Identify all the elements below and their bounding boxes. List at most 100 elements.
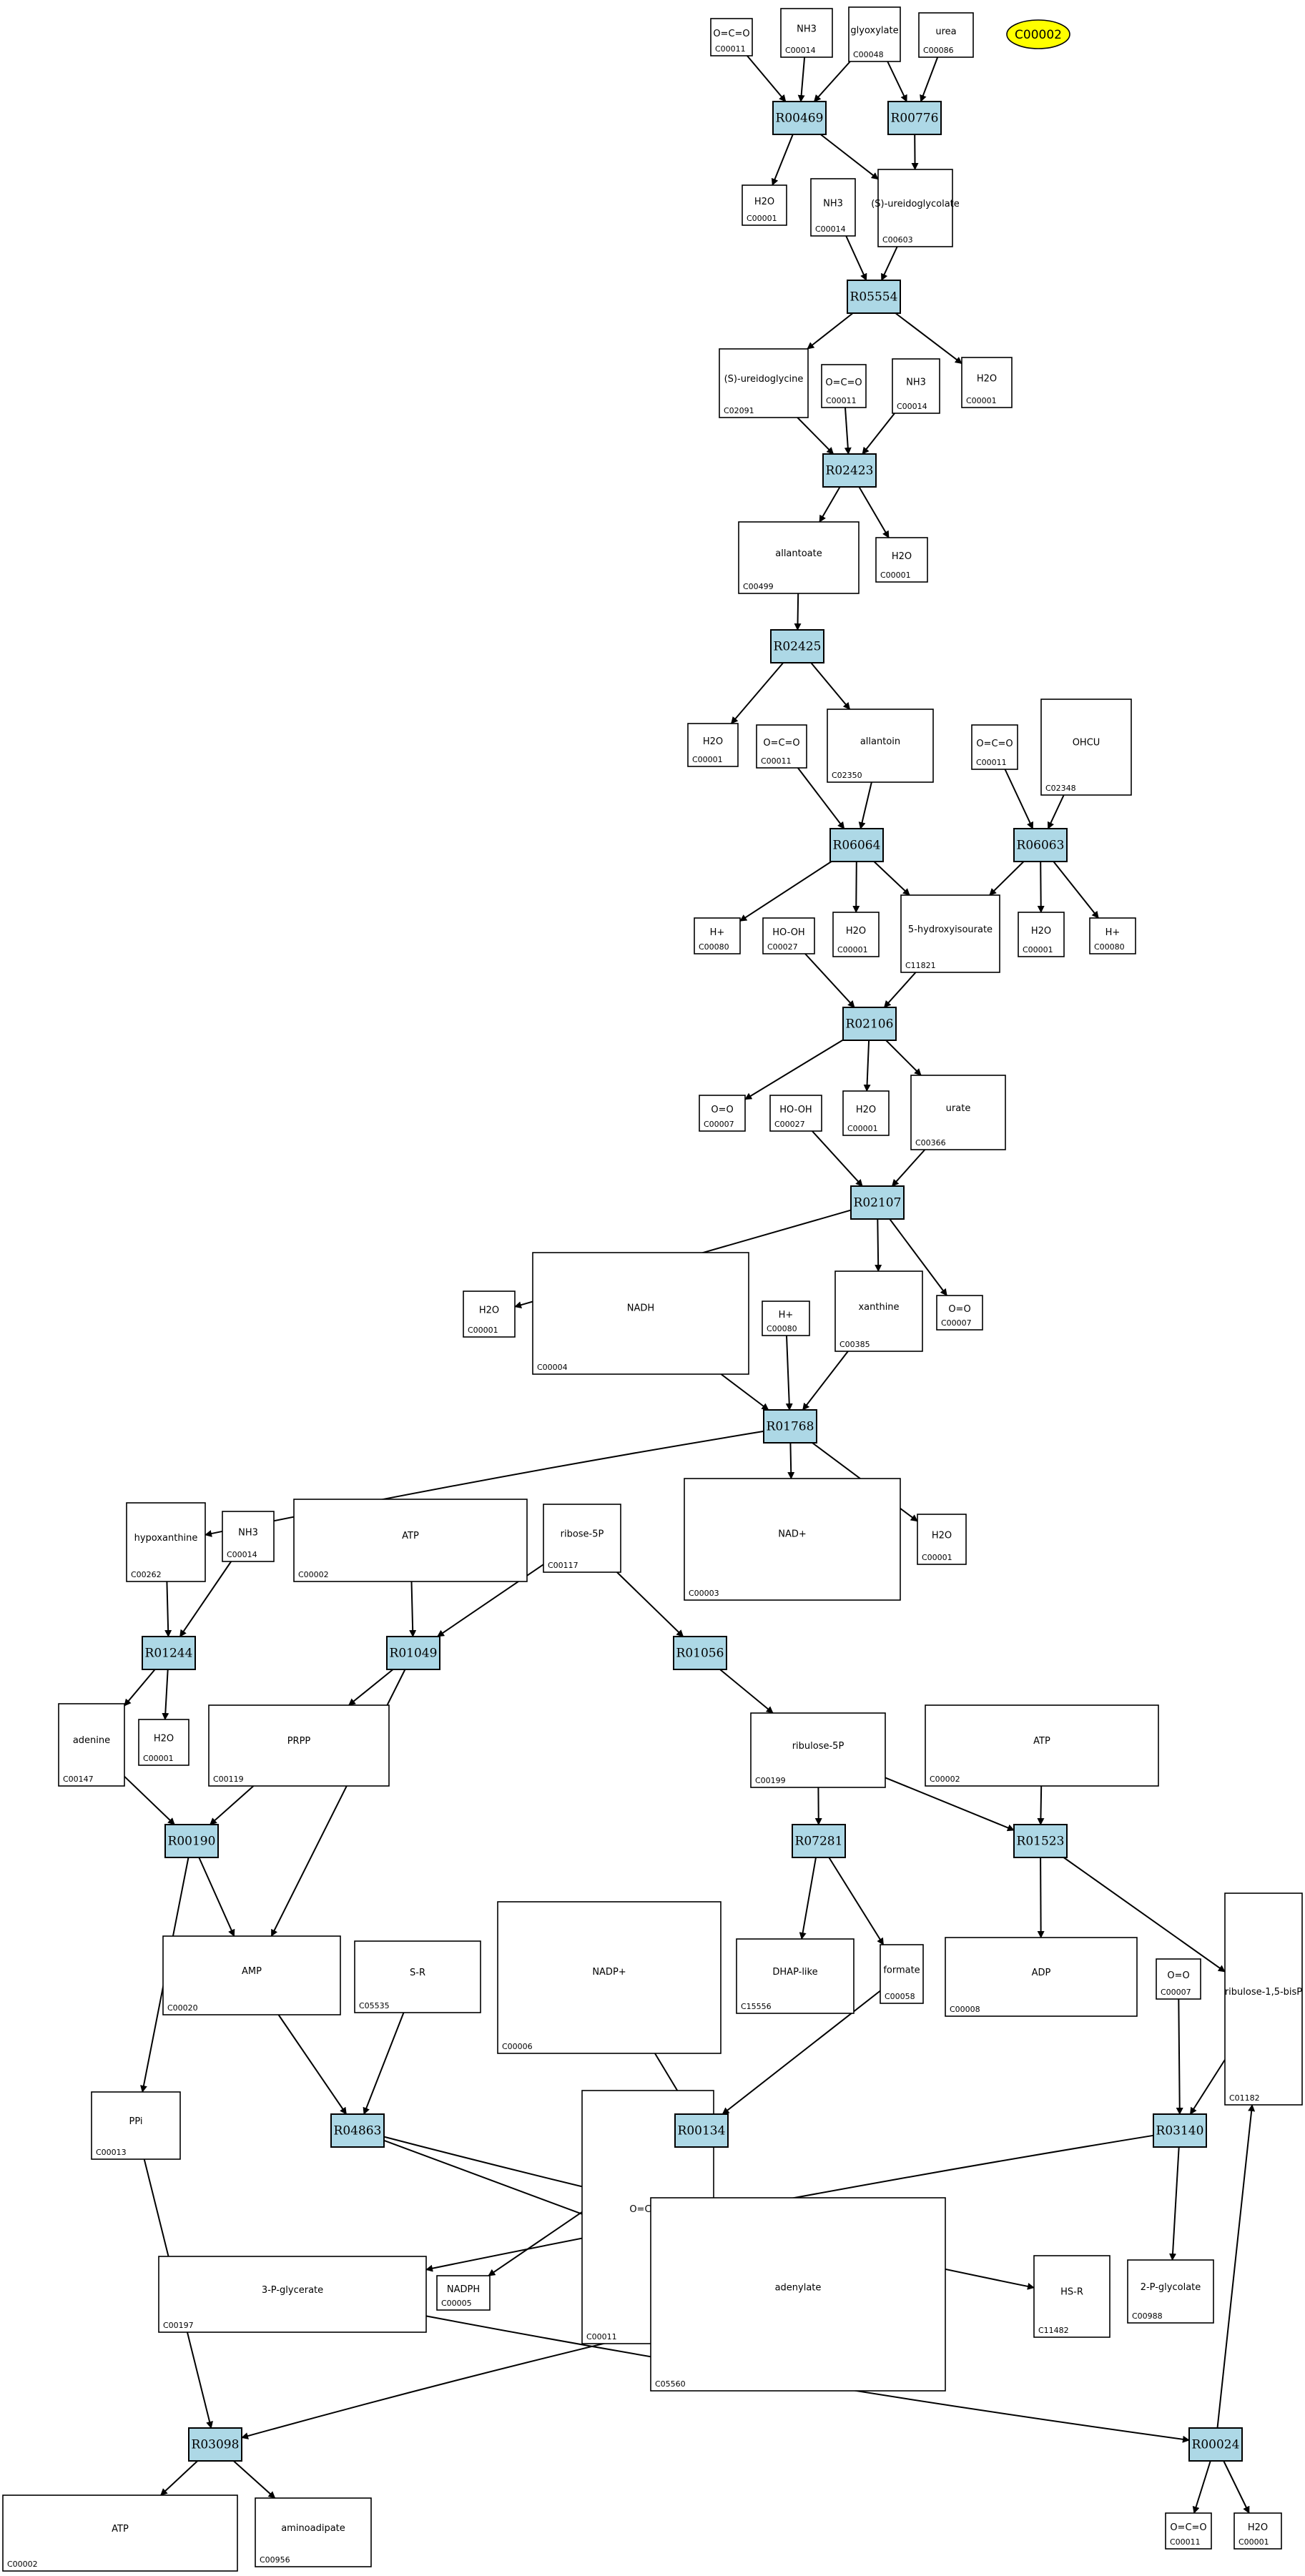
- reaction-node[interactable]: R02107: [850, 1185, 905, 1220]
- edge-arrow: [807, 312, 854, 350]
- compound-box: [762, 1301, 810, 1336]
- reaction-node[interactable]: R02106: [842, 1007, 897, 1041]
- compound-id: C00366: [915, 1138, 946, 1148]
- edge-arrow: [164, 1581, 172, 1637]
- reaction-node[interactable]: R00190: [164, 1824, 219, 1858]
- compound-id: C00027: [774, 1120, 805, 1129]
- reaction-node[interactable]: R01049: [386, 1636, 440, 1670]
- reaction-node[interactable]: R01056: [673, 1636, 727, 1670]
- reaction-node[interactable]: R00469: [772, 101, 827, 135]
- reaction-node[interactable]: R00776: [887, 101, 942, 135]
- edge-arrow: [819, 134, 879, 180]
- reaction-node[interactable]: R06064: [829, 828, 884, 862]
- reaction-node[interactable]: R04863: [330, 2113, 385, 2148]
- reaction-node[interactable]: R02425: [770, 629, 824, 663]
- compound-node[interactable]: H+C00080: [762, 1301, 810, 1336]
- compound-box: [255, 2497, 372, 2567]
- reaction-node[interactable]: R05554: [847, 280, 901, 314]
- compound-node[interactable]: NAD+C00003: [684, 1478, 901, 1601]
- reaction-node[interactable]: R07281: [792, 1824, 846, 1858]
- compound-node[interactable]: H+C00080: [694, 917, 741, 954]
- edge-arrow: [616, 1571, 684, 1637]
- reaction-node[interactable]: R01244: [142, 1636, 196, 1670]
- edge-arrow: [179, 1561, 232, 1637]
- reaction-node[interactable]: R02423: [822, 453, 877, 488]
- compound-structure: ATP: [402, 1531, 419, 1541]
- edge-arrow: [1047, 794, 1065, 829]
- compound-node[interactable]: H+C00080: [1089, 917, 1136, 954]
- reaction-label: R01244: [145, 1647, 193, 1661]
- reaction-node[interactable]: R06063: [1013, 828, 1068, 862]
- compound-id: C00014: [785, 46, 816, 55]
- reaction-node[interactable]: R03140: [1153, 2113, 1207, 2148]
- edge-arrow: [797, 417, 834, 455]
- highlight-node[interactable]: C00002: [1006, 19, 1070, 49]
- reaction-node[interactable]: R01523: [1013, 1824, 1068, 1858]
- reaction-node[interactable]: R03098: [188, 2427, 242, 2462]
- reaction-node[interactable]: R00134: [674, 2113, 729, 2148]
- compound-id: C00001: [880, 571, 911, 580]
- reaction-node[interactable]: R01768: [763, 1409, 817, 1444]
- compound-structure: (S)-ureidoglycolate: [871, 199, 960, 209]
- reaction-node[interactable]: R00024: [1188, 2427, 1243, 2462]
- compound-node[interactable]: NADP+C00006: [497, 1901, 722, 2054]
